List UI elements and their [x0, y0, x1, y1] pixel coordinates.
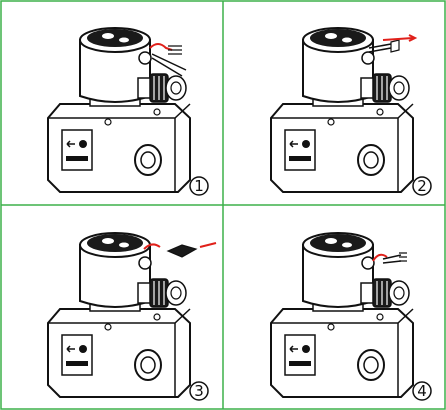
step-number-2: 2 [417, 177, 427, 195]
wire-secured-detail [372, 252, 407, 264]
device-illustration [270, 27, 414, 193]
step-badge [412, 176, 432, 196]
wire-strip-detail [368, 34, 418, 53]
step-panel-3: 3 [47, 232, 217, 401]
step-badge [189, 176, 209, 196]
device-illustration [47, 27, 191, 193]
step-number-4: 4 [417, 382, 427, 400]
step-badge [189, 381, 209, 401]
step-panel-4: 4 [270, 232, 432, 401]
clip-pull-detail [143, 242, 217, 258]
step-panel-2: 2 [270, 27, 432, 196]
step-number-3: 3 [194, 382, 204, 400]
step-number-1: 1 [194, 177, 204, 195]
wire-insert-detail [149, 43, 187, 77]
device-illustration [47, 232, 191, 398]
step-badge [412, 381, 432, 401]
step-panel-1: 1 [47, 27, 209, 196]
